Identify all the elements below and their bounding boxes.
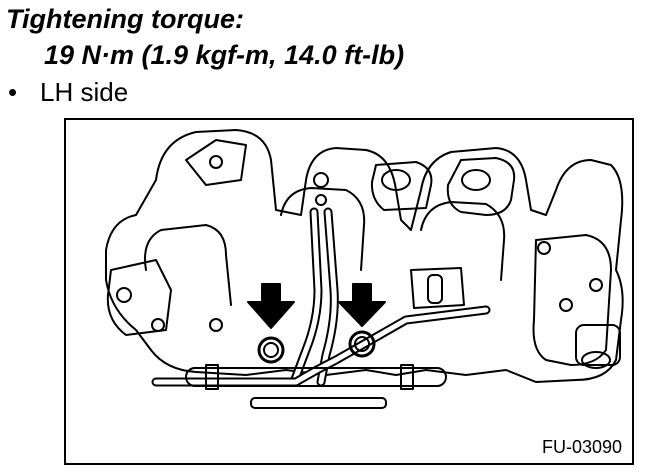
bracket-slot bbox=[427, 274, 443, 304]
bolt-left bbox=[257, 336, 285, 364]
fuel-pipe-left-inner bbox=[291, 209, 321, 385]
stud-right-3 bbox=[559, 298, 573, 312]
stud-top-left bbox=[209, 155, 223, 169]
cap-right-hole bbox=[581, 351, 611, 369]
runner-center bbox=[280, 187, 366, 271]
port-right-b bbox=[381, 169, 411, 191]
port-right-a bbox=[461, 169, 491, 191]
lower-rail bbox=[185, 367, 447, 387]
bolt-right-inner bbox=[354, 336, 370, 352]
stud-right-2 bbox=[589, 278, 603, 292]
side-label: LH side bbox=[40, 77, 129, 107]
stud-top-center bbox=[313, 172, 329, 188]
stud-left-2 bbox=[151, 318, 165, 332]
bracket-center bbox=[410, 267, 465, 309]
bolt-left-inner bbox=[263, 342, 279, 358]
fuel-pipe-right-inner bbox=[318, 209, 337, 385]
illustration-figure: FU-03090 bbox=[64, 118, 634, 465]
rail-clamp-right bbox=[400, 364, 414, 390]
stud-left-3 bbox=[209, 318, 223, 332]
port-block-right bbox=[446, 157, 516, 216]
lower-bar bbox=[250, 397, 387, 409]
bullet-icon: • bbox=[8, 77, 18, 107]
port-block-mid bbox=[370, 161, 433, 211]
flange-left bbox=[106, 259, 172, 336]
flange-top bbox=[185, 139, 247, 186]
rail-clamp-left bbox=[205, 364, 219, 390]
side-list-item: • LH side bbox=[8, 76, 128, 108]
stud-top-center-2 bbox=[315, 194, 327, 206]
flange-right bbox=[532, 234, 612, 366]
engine-illustration bbox=[105, 129, 624, 409]
stud-left-1 bbox=[116, 287, 132, 303]
bolt-right bbox=[348, 330, 376, 358]
figure-code: FU-03090 bbox=[541, 437, 622, 457]
cap-right bbox=[575, 324, 621, 366]
heading: Tightening torque: bbox=[6, 4, 244, 34]
arrow-right-icon bbox=[338, 283, 386, 327]
torque-spec: 19 N·m (1.9 kgf-m, 14.0 ft-lb) bbox=[44, 40, 405, 70]
stud-right-1 bbox=[537, 241, 551, 255]
arrow-left-icon bbox=[247, 283, 295, 329]
runner-right bbox=[420, 201, 506, 281]
manifold-body bbox=[105, 129, 624, 383]
fuel-pipe-cross-inner bbox=[153, 307, 489, 385]
runner-left bbox=[144, 224, 232, 306]
